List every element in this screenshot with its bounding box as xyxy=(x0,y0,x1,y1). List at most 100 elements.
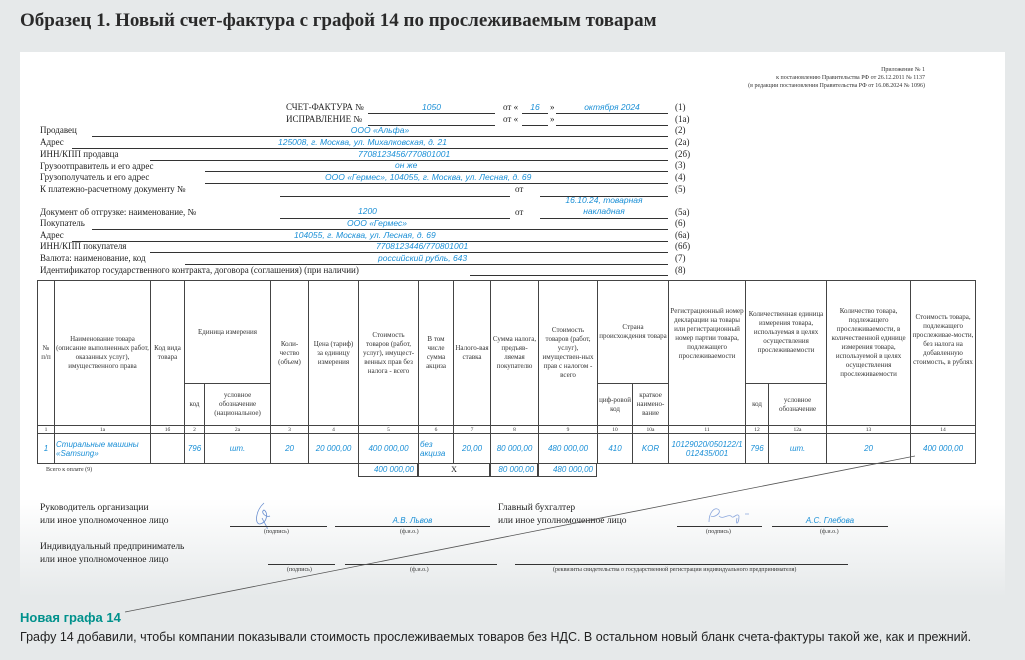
header-cell: Код вида товара xyxy=(150,280,185,426)
contract-id-label: Идентификатор государственного контракта… xyxy=(40,265,359,275)
field-code: (4) xyxy=(675,172,686,182)
field-code: (1) xyxy=(675,102,686,112)
accountant-label: Главный бухгалтер или иное уполномоченное… xyxy=(498,502,627,528)
field-code: (2б) xyxy=(675,149,691,159)
appendix-note: Приложение № 1 к постановлению Правитель… xyxy=(748,66,925,90)
caption-text: Графу 14 добавили, чтобы компании показы… xyxy=(20,630,972,644)
buyer-inn-label: ИНН/КПП покупателя xyxy=(40,241,127,251)
seller-inn-label: ИНН/КПП продавца xyxy=(40,149,119,159)
invoice-day: 16 xyxy=(530,102,540,112)
header-cell: краткое наимено-вание xyxy=(632,383,670,426)
header-cell: Страна происхождения товара xyxy=(597,280,670,384)
total-label: Всего к оплате (9) xyxy=(46,467,93,473)
quote-close: » xyxy=(550,102,555,112)
signature-caption: (подпись) xyxy=(264,529,289,535)
fio-caption: (ф.и.о.) xyxy=(410,567,429,573)
seller-inn-value: 7708123456/770801001 xyxy=(358,149,451,159)
quote-close: » xyxy=(550,114,555,124)
header-cell: Коли-чество (объем) xyxy=(270,280,310,426)
invoice-label: СЧЕТ-ФАКТУРА № xyxy=(286,102,364,112)
header-cell: условное обозначение xyxy=(768,383,828,426)
from-label: от « xyxy=(503,114,519,124)
shipper-value: он же xyxy=(395,160,418,170)
header-cell: Регистрационный номер декларации на това… xyxy=(668,280,747,426)
header-cell: код xyxy=(745,383,770,426)
buyer-inn-value: 7708123446/770801001 xyxy=(376,241,469,251)
header-cell-column-14: Стоимость товара, подлежащего прослежива… xyxy=(910,280,977,426)
currency-value: российский рубль, 643 xyxy=(378,253,468,263)
field-code: (1а) xyxy=(675,114,690,124)
header-cell: Стоимость товаров (работ, услуг), имущес… xyxy=(358,280,420,426)
page-title: Образец 1. Новый счет-фактура с графой 1… xyxy=(20,10,657,31)
head-name: А.В. Львов xyxy=(392,516,433,525)
seller-value: ООО «Альфа» xyxy=(350,125,410,135)
total-x: X xyxy=(418,463,490,477)
table-cell: без акциза xyxy=(418,433,455,464)
table-cell: 400 000,00 xyxy=(358,433,420,464)
from-label: от xyxy=(515,184,524,194)
signature-caption: (подпись) xyxy=(287,567,312,573)
table-cell: 20,00 xyxy=(453,433,492,464)
total-col5: 400 000,00 xyxy=(358,463,418,477)
label-line: Индивидуальный предприниматель xyxy=(40,542,185,552)
fio-caption: (ф.и.о.) xyxy=(820,529,839,535)
label-line: или иное уполномоченное лицо xyxy=(498,516,627,526)
field-code: (6а) xyxy=(675,230,690,240)
table-cell: 10129020/050122/1012435/001 xyxy=(668,433,747,464)
header-cell: Единица измерения xyxy=(183,280,272,384)
header-cell: Количественная единица измерения товара,… xyxy=(745,280,828,384)
buyer-address-value: 104055, г. Москва, ул. Лесная, д. 69 xyxy=(294,230,436,240)
total-col9: 480 000,00 xyxy=(538,463,597,477)
table-cell: KOR xyxy=(632,433,670,464)
shipper-label: Грузоотправитель и его адрес xyxy=(40,161,154,171)
table-cell: шт. xyxy=(203,433,272,464)
table-cell: 20 xyxy=(826,433,912,464)
header-cell: Наименование товара (описание выполненны… xyxy=(54,280,151,426)
field-code: (2) xyxy=(675,125,686,135)
table-cell: 400 000,00 xyxy=(910,433,977,464)
header-row: № п/п Наименование товара (описание выпо… xyxy=(37,280,977,426)
field-code: (5а) xyxy=(675,207,690,217)
shipping-doc-value: 1200 xyxy=(358,206,377,216)
field-code: (5) xyxy=(675,184,686,194)
appendix-line: Приложение № 1 xyxy=(881,67,925,73)
header-cell: В том числе сумма акциза xyxy=(418,280,455,426)
seller-address-label: Адрес xyxy=(40,137,64,147)
field-code: (7) xyxy=(675,253,686,263)
buyer-label: Покупатель xyxy=(40,218,85,228)
header-cell-column-13: Количество товара, подлежащего прослежив… xyxy=(826,280,912,426)
field-code: (6б) xyxy=(675,241,691,251)
fio-caption: (ф.и.о.) xyxy=(400,529,419,535)
payment-doc-label: К платежно-расчетному документу № xyxy=(40,184,186,194)
shipping-doc-label: Документ об отгрузке: наименование, № xyxy=(40,207,197,217)
consignee-label: Грузополучатель и его адрес xyxy=(40,172,150,182)
accountant-signature xyxy=(708,508,749,524)
consignee-value: ООО «Гермес», 104055, г. Москва, ул. Лес… xyxy=(325,172,532,182)
seller-label: Продавец xyxy=(40,125,77,135)
field-code: (6) xyxy=(675,218,686,228)
subheader-row: код условное обозначение (национальное) … xyxy=(38,383,976,426)
registration-caption: (реквизиты свидетельства о государственн… xyxy=(553,567,797,573)
field-code: (3) xyxy=(675,160,686,170)
signature-caption: (подпись) xyxy=(706,529,731,535)
head-signatory-label: Руководитель организации или иное уполном… xyxy=(40,502,169,528)
correction-label: ИСПРАВЛЕНИЕ № xyxy=(286,114,362,124)
table-cell: шт. xyxy=(768,433,828,464)
seller-address-value: 125008, г. Москва, ул. Михалковская, д. … xyxy=(278,137,447,147)
buyer-address-label: Адрес xyxy=(40,230,64,240)
label-line: Главный бухгалтер xyxy=(498,503,576,513)
field-code: (8) xyxy=(675,265,686,275)
buyer-value: ООО «Гермес» xyxy=(347,218,407,228)
invoice-number: 1050 xyxy=(422,102,441,112)
date-line: 16.10.24, товарная xyxy=(565,195,643,205)
total-col8: 80 000,00 xyxy=(490,463,538,477)
label-line: или иное уполномоченное лицо xyxy=(40,516,169,526)
appendix-line: (в редакции постановления Правительства … xyxy=(748,83,925,89)
table-cell: 80 000,00 xyxy=(490,433,540,464)
caption-heading: Новая графа 14 xyxy=(20,610,121,625)
label-line: Руководитель организации xyxy=(40,503,149,513)
table-cell: 20 000,00 xyxy=(308,433,360,464)
